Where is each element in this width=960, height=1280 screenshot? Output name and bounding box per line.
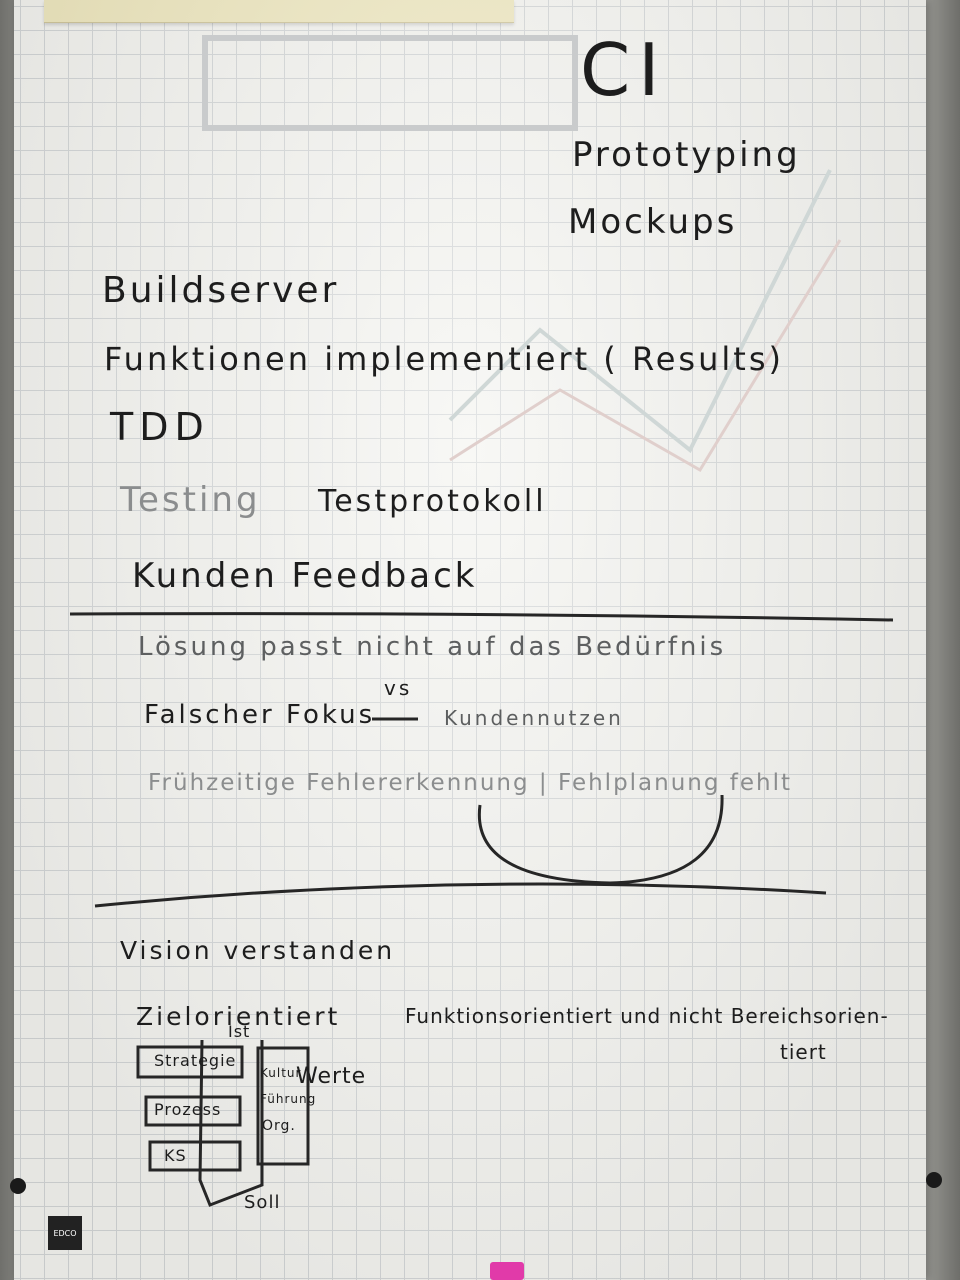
sketch-box-strategie xyxy=(136,1045,244,1079)
ghost-frame xyxy=(202,35,578,131)
arc-connector xyxy=(477,794,724,885)
punch-hole-right xyxy=(926,1172,942,1188)
sketch-box-ks xyxy=(148,1140,242,1172)
item-loesung: Lösung passt nicht auf das Bedürfnis xyxy=(138,632,727,662)
item-vs: vs xyxy=(384,676,413,700)
punch-hole-left xyxy=(10,1178,26,1194)
item-testing: Testing xyxy=(120,480,261,520)
sketch-outline xyxy=(198,1039,264,1207)
sketch-label-ks: KS xyxy=(164,1146,187,1165)
ghost-chart-line-2 xyxy=(449,239,842,473)
sketch-label-org: Org. xyxy=(262,1118,296,1134)
item-tdd: TDD xyxy=(110,405,210,449)
item-zielorientiert: Zielorientiert xyxy=(136,1002,341,1031)
ghost-chart-line xyxy=(448,169,832,454)
item-funktionen: Funktionen implementiert ( Results) xyxy=(104,340,784,378)
item-buildserver: Buildserver xyxy=(102,270,340,311)
flipchart-sheet xyxy=(14,0,926,1280)
item-falscher-fokus: Falscher Fokus xyxy=(144,700,376,730)
sketch-label-werte: Werte xyxy=(296,1064,367,1089)
sketch-label-kultur: Kultur xyxy=(260,1066,302,1080)
item-kunden-feedback: Kunden Feedback xyxy=(132,556,478,596)
item-funktionsorientiert: Funktionsorientiert und nicht Bereichsor… xyxy=(405,1004,889,1028)
sketch-label-prozess: Prozess xyxy=(154,1100,222,1119)
brand-logo: EDCO xyxy=(48,1216,82,1250)
top-paper-card xyxy=(44,0,514,23)
item-fruehzeitige: Frühzeitige Fehlererkennung | Fehlplanun… xyxy=(148,770,793,796)
item-vision-verstanden: Vision verstanden xyxy=(120,936,396,965)
title-ci: CI xyxy=(580,28,668,112)
sketch-label-ist: Ist xyxy=(228,1022,251,1041)
divider-line-2 xyxy=(94,882,827,908)
item-funktionsorientiert-cont: tiert xyxy=(780,1040,827,1064)
pink-marker xyxy=(490,1262,524,1280)
item-prototyping: Prototyping xyxy=(572,135,801,175)
sketch-box-kultur xyxy=(256,1046,310,1166)
item-testprotokoll: Testprotokoll xyxy=(318,484,547,519)
sketch-label-soll: Soll xyxy=(244,1192,281,1213)
divider-line-1 xyxy=(69,612,894,622)
item-mockups: Mockups xyxy=(568,202,738,242)
sketch-label-strategie: Strategie xyxy=(154,1051,237,1070)
sketch-box-prozess xyxy=(144,1095,242,1127)
sketch-label-fuehrung: Führung xyxy=(260,1092,317,1106)
item-kundennutzen: Kundennutzen xyxy=(444,706,624,730)
